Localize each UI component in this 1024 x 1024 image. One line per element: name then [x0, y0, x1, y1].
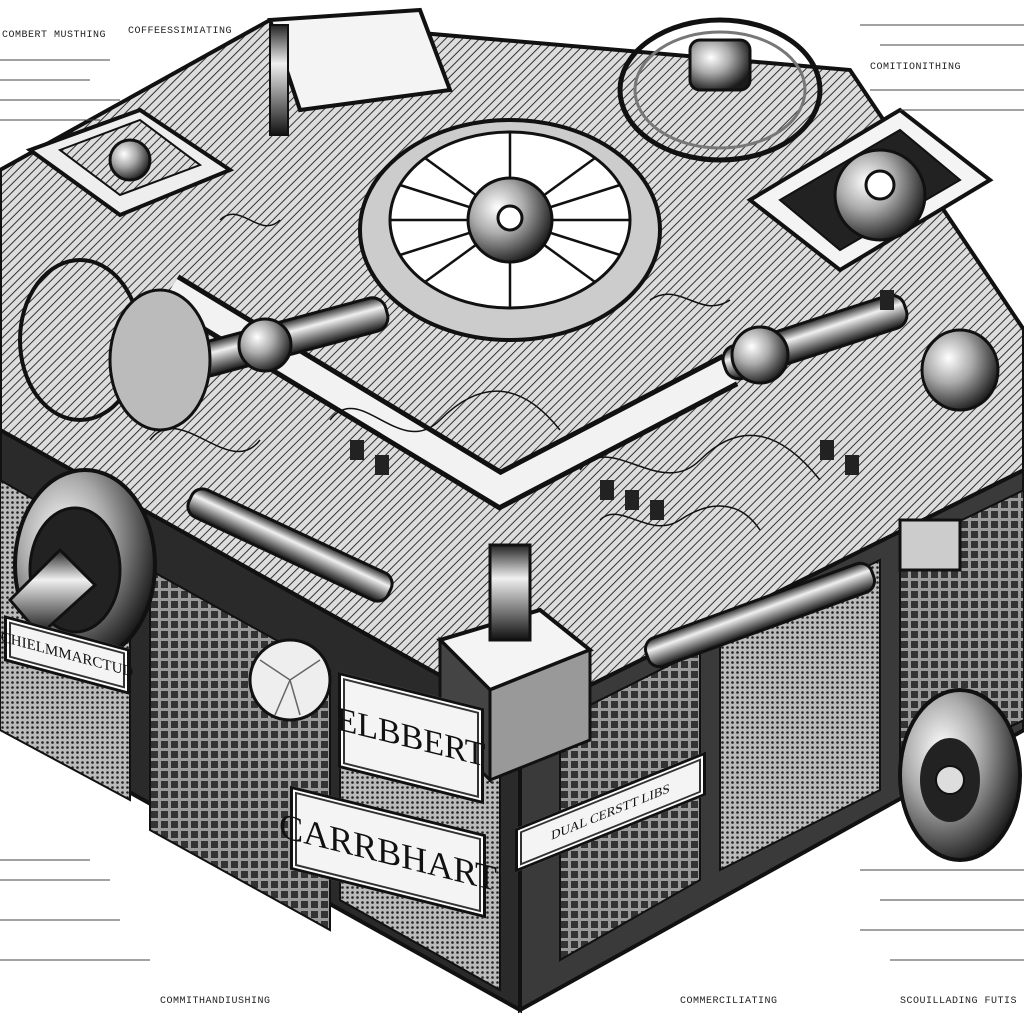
annotation-top-left: COMBERT MUSTHING — [2, 30, 107, 41]
annotation-top-right: COMITIONITHING — [870, 62, 962, 73]
annotation-bottom-right: SCOUILLADING FUTIS — [900, 996, 1018, 1007]
annotation-bottom-left: COMMITHANDIUSHING — [160, 996, 271, 1007]
annotation-top-left-2: COFFEESSIMIATING — [128, 26, 233, 37]
annotation-bottom-right-2: COMMERCILIATING — [680, 996, 778, 1007]
